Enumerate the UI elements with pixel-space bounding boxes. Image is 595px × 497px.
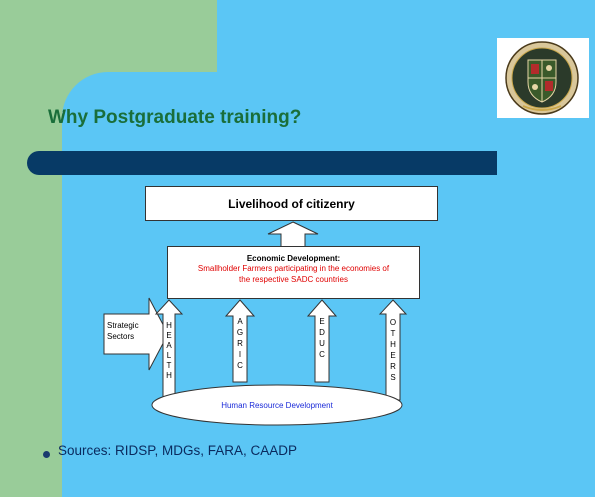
letter: H	[166, 371, 172, 380]
letter: G	[236, 328, 244, 337]
letter: A	[237, 317, 243, 326]
livelihood-box: Livelihood of citizenry	[145, 186, 438, 221]
econ-heading: Economic Development:	[246, 254, 341, 263]
letter: R	[237, 339, 243, 348]
bullet-icon	[43, 451, 50, 458]
economic-development-box: Economic Development: Smallholder Farmer…	[167, 246, 420, 299]
up-arrow-to-livelihood	[267, 221, 319, 248]
strategic-sectors-label: Strategic Sectors	[107, 320, 147, 342]
letter: L	[166, 351, 172, 360]
econ-text-line2: the respective SADC countries	[239, 275, 348, 284]
seal-icon	[505, 41, 579, 115]
hrd-ellipse	[151, 384, 403, 426]
letter: R	[390, 362, 396, 371]
hrd-label: Human Resource Development	[221, 401, 333, 410]
letter: H	[390, 340, 396, 349]
letter: T	[390, 329, 396, 338]
letter: C	[237, 361, 243, 370]
letter: E	[166, 331, 172, 340]
educ-label: E D U C	[317, 316, 327, 360]
health-label: H E A L T H	[164, 321, 174, 381]
letter: S	[390, 373, 396, 382]
letter: E	[390, 351, 396, 360]
letter: E	[319, 317, 325, 326]
letter: D	[319, 328, 325, 337]
econ-text-line1: Smallholder Farmers participating in the…	[197, 264, 390, 273]
letter: I	[238, 350, 242, 359]
educ-arrow	[306, 299, 338, 383]
letter: A	[166, 341, 172, 350]
others-label: O T H E R S	[388, 317, 398, 383]
green-left-strip	[0, 0, 62, 497]
sources-bullet: Sources: RIDSP, MDGs, FARA, CAADP	[58, 443, 298, 458]
letter: U	[319, 339, 325, 348]
slide-title: Why Postgraduate training?	[48, 107, 302, 128]
agric-arrow	[224, 299, 256, 383]
letter: H	[166, 321, 172, 330]
agric-label: A G R I C	[235, 316, 245, 371]
strategic-label-line2: Sectors	[107, 332, 135, 341]
strategic-label-line1: Strategic	[107, 321, 139, 330]
university-logo	[497, 38, 589, 118]
strategic-sectors-arrow	[103, 297, 169, 371]
letter: C	[319, 350, 325, 359]
letter: T	[166, 361, 172, 370]
letter: O	[389, 318, 397, 327]
title-underline-bar	[27, 151, 497, 175]
